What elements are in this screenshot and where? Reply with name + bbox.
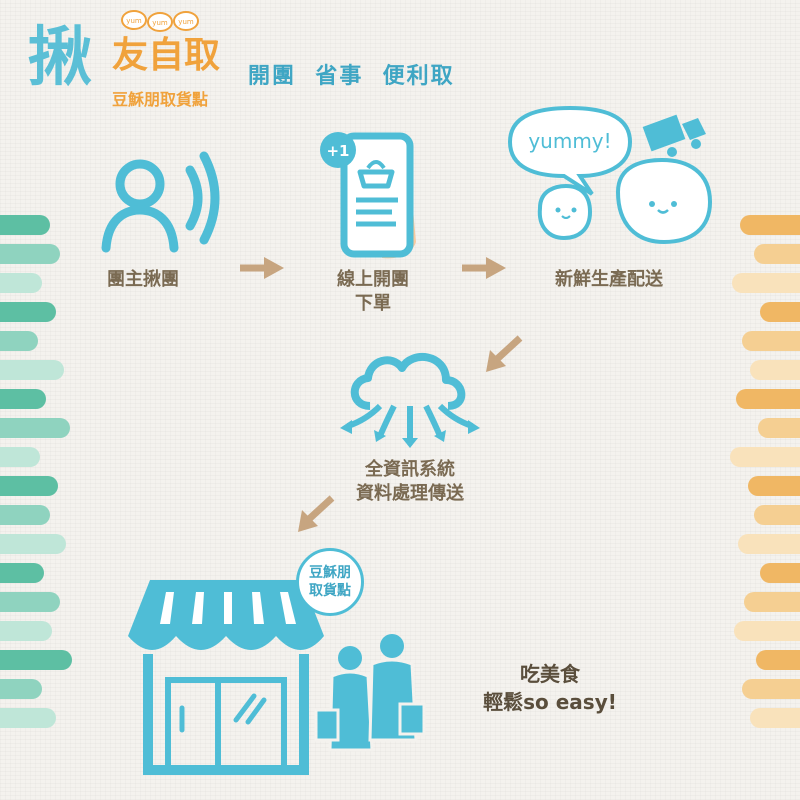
closing-message: 吃美食 輕鬆so easy! — [470, 660, 630, 716]
step-4-line2: 資料處理傳送 — [356, 483, 464, 504]
speech-bubble-icon — [507, 105, 633, 196]
decorative-stripe — [0, 331, 38, 351]
decorative-stripe — [0, 476, 58, 496]
step-3-label: 新鮮生產配送 — [524, 268, 694, 292]
decorative-stripe — [0, 505, 50, 525]
decorative-stripe — [730, 447, 800, 467]
decorative-stripe — [740, 215, 800, 235]
decorative-stripe — [760, 563, 800, 583]
decorative-stripe — [732, 273, 800, 293]
shoppers-icon — [314, 634, 426, 752]
step-2-line2: 下單 — [355, 293, 391, 314]
decorative-stripe — [0, 592, 60, 612]
delivery-faces-icon: yummy! — [507, 105, 713, 245]
phone-order-icon: +1 — [320, 132, 416, 259]
step-1-line1: 團主揪團 — [107, 269, 179, 290]
step-1-label: 團主揪團 — [78, 268, 208, 292]
decorative-stripe — [734, 621, 800, 641]
logo-bubble-word: yum — [152, 19, 168, 27]
logo-main-char: 揪 — [28, 21, 92, 95]
logo-bubble-word: yum — [178, 18, 194, 26]
arrow-down-left-icon — [486, 335, 523, 372]
step-3-line1: 新鮮生產配送 — [555, 269, 663, 290]
store-badge-line1: 豆穌朋 — [309, 565, 351, 581]
step-4-line1: 全資訊系統 — [365, 459, 455, 480]
decorative-stripe — [760, 302, 800, 322]
step-2-label: 線上開團 下單 — [318, 268, 428, 316]
decorative-stripe — [0, 708, 56, 728]
decorative-stripe — [744, 592, 800, 612]
logo-bubbles: yum yum yum — [121, 10, 199, 32]
decorative-stripe — [0, 650, 72, 670]
decorative-stripe — [758, 418, 800, 438]
decorative-stripe — [0, 418, 70, 438]
arrow-right-icon — [240, 257, 284, 279]
decorative-stripe — [0, 389, 46, 409]
decorative-stripe — [742, 331, 800, 351]
decorative-stripe — [0, 360, 64, 380]
decorative-stripe — [756, 650, 800, 670]
logo-side-text: 友自取 — [112, 35, 221, 76]
decorative-stripe — [0, 621, 52, 641]
store-badge: 豆穌朋 取貨點 — [296, 548, 364, 616]
decorative-stripe — [0, 534, 66, 554]
decorative-stripe — [748, 476, 800, 496]
decorative-stripe — [0, 679, 42, 699]
decorative-stripe — [0, 447, 40, 467]
decorative-stripe — [754, 244, 800, 264]
decorative-stripe — [736, 389, 800, 409]
logo-bubble-word: yum — [126, 17, 142, 25]
decorative-stripe — [0, 273, 42, 293]
phone-badge: +1 — [326, 142, 349, 160]
closing-line2: 輕鬆so easy! — [483, 690, 617, 714]
store-icon — [128, 580, 324, 775]
cloud-network-icon — [340, 353, 480, 448]
store-badge-line2: 取貨點 — [309, 583, 351, 599]
step-2-line1: 線上開團 — [337, 269, 409, 290]
decorative-stripe — [750, 360, 800, 380]
decorative-stripe — [754, 505, 800, 525]
blob-faces-icon — [537, 157, 713, 245]
decorative-stripe — [750, 708, 800, 728]
step-4-label: 全資訊系統 資料處理傳送 — [330, 458, 490, 506]
decorative-stripe — [0, 302, 56, 322]
speech-bubble-text: yummy! — [528, 129, 611, 153]
truck-icon — [642, 114, 706, 157]
decorative-stripe — [742, 679, 800, 699]
closing-line1: 吃美食 — [520, 662, 580, 686]
decorative-stripe — [0, 563, 44, 583]
arrow-right-icon — [462, 257, 506, 279]
person-signal-icon — [101, 151, 220, 253]
arrow-down-left-icon — [298, 495, 335, 532]
decorative-stripe — [0, 215, 50, 235]
decorative-stripe — [0, 244, 60, 264]
decorative-stripe — [738, 534, 800, 554]
logo-subtitle: 豆穌朋取貨點 — [112, 90, 209, 109]
tagline: 開團 省事 便利取 — [248, 64, 455, 89]
